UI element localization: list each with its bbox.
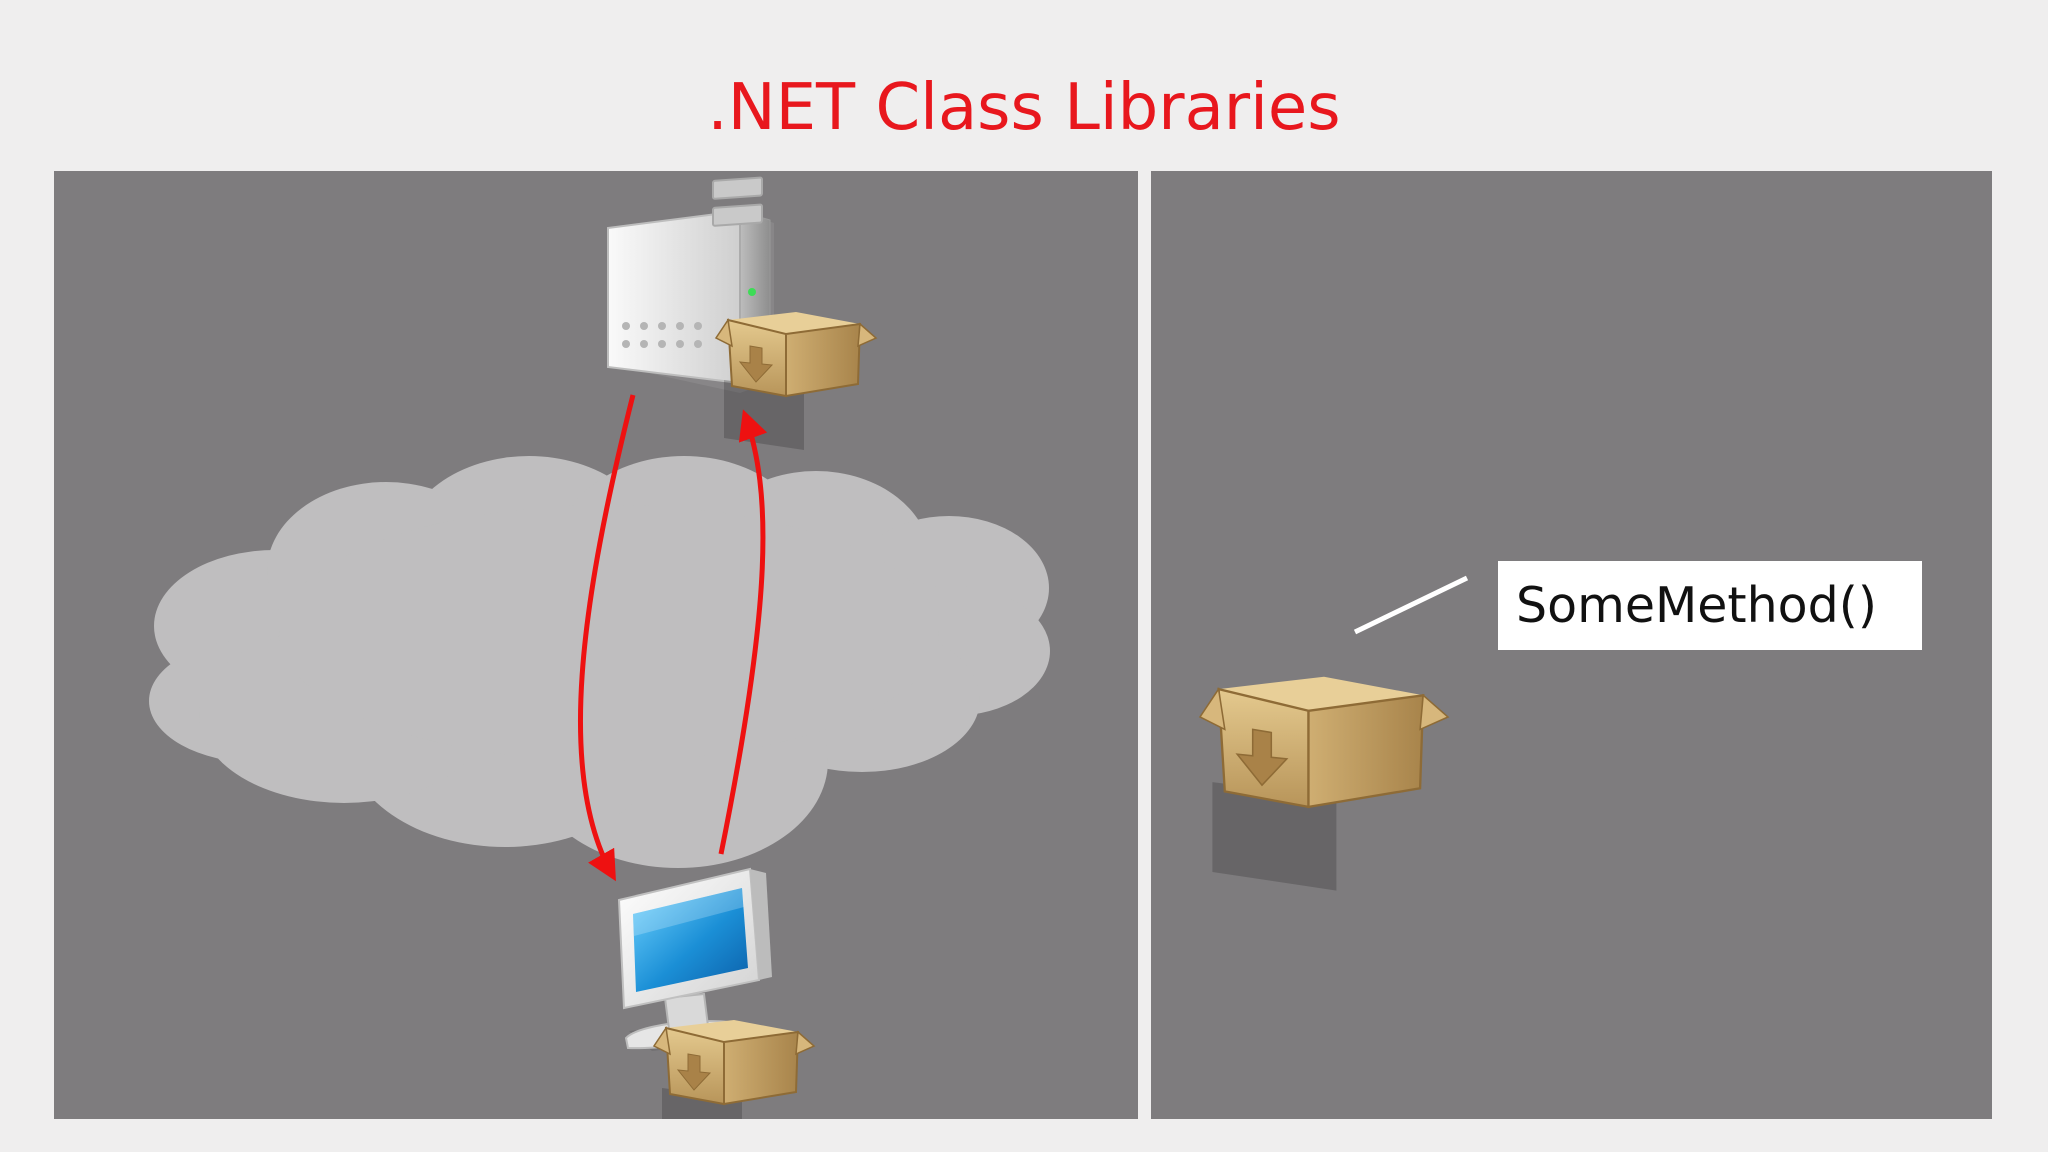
cloud-icon — [149, 456, 1050, 868]
class-library-diagram — [1198, 575, 1469, 891]
method-label: SomeMethod() — [1498, 561, 1922, 650]
package-box-icon — [714, 312, 878, 450]
package-box-icon — [652, 1020, 816, 1119]
callout-line — [1353, 575, 1469, 635]
package-box-icon — [1198, 676, 1450, 891]
response-arrow — [718, 409, 768, 855]
request-arrow — [577, 394, 636, 882]
network-diagram — [149, 176, 1050, 1119]
slide-title: .NET Class Libraries — [707, 71, 1341, 145]
